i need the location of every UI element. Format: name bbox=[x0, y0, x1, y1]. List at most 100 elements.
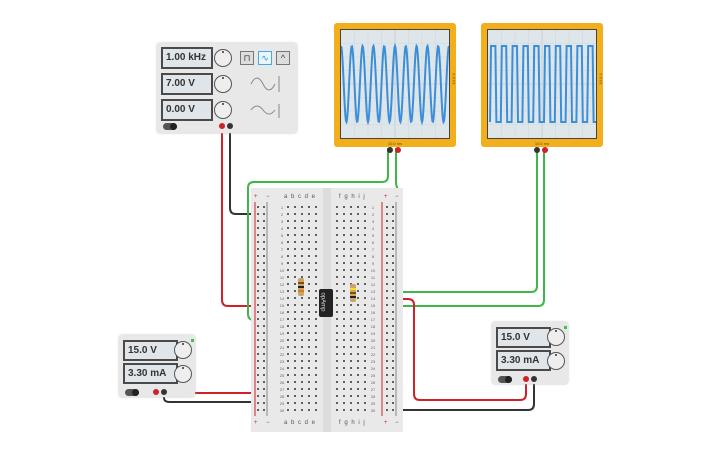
breadboard-hole[interactable] bbox=[386, 318, 388, 320]
breadboard-hole[interactable] bbox=[287, 269, 289, 271]
breadboard-hole[interactable] bbox=[257, 213, 259, 215]
breadboard-hole[interactable] bbox=[343, 255, 345, 257]
breadboard-hole[interactable] bbox=[364, 297, 366, 299]
psu-left-negative-terminal[interactable] bbox=[161, 389, 167, 395]
breadboard-hole[interactable] bbox=[392, 318, 394, 320]
breadboard-hole[interactable] bbox=[287, 346, 289, 348]
wire-green-scope2-b[interactable] bbox=[368, 148, 545, 307]
breadboard-hole[interactable] bbox=[392, 276, 394, 278]
breadboard-hole[interactable] bbox=[315, 353, 317, 355]
breadboard-hole[interactable] bbox=[263, 346, 265, 348]
scope-1-positive-terminal[interactable] bbox=[395, 147, 401, 153]
breadboard-hole[interactable] bbox=[294, 402, 296, 404]
breadboard-hole[interactable] bbox=[257, 304, 259, 306]
breadboard-hole[interactable] bbox=[350, 388, 352, 390]
frequency-knob[interactable] bbox=[214, 49, 232, 67]
breadboard-hole[interactable] bbox=[257, 318, 259, 320]
breadboard-hole[interactable] bbox=[357, 339, 359, 341]
breadboard-hole[interactable] bbox=[343, 262, 345, 264]
breadboard-hole[interactable] bbox=[364, 304, 366, 306]
breadboard-hole[interactable] bbox=[357, 332, 359, 334]
breadboard-hole[interactable] bbox=[308, 311, 310, 313]
breadboard-hole[interactable] bbox=[336, 395, 338, 397]
breadboard-hole[interactable] bbox=[294, 297, 296, 299]
breadboard-hole[interactable] bbox=[308, 304, 310, 306]
breadboard-hole[interactable] bbox=[294, 255, 296, 257]
breadboard-hole[interactable] bbox=[350, 332, 352, 334]
breadboard-hole[interactable] bbox=[386, 248, 388, 250]
breadboard-hole[interactable] bbox=[364, 213, 366, 215]
breadboard-hole[interactable] bbox=[263, 318, 265, 320]
breadboard-hole[interactable] bbox=[364, 318, 366, 320]
breadboard-hole[interactable] bbox=[343, 381, 345, 383]
wire-black-right[interactable] bbox=[400, 380, 535, 411]
breadboard-hole[interactable] bbox=[301, 395, 303, 397]
breadboard-hole[interactable] bbox=[357, 402, 359, 404]
breadboard-hole[interactable] bbox=[315, 213, 317, 215]
breadboard-hole[interactable] bbox=[343, 290, 345, 292]
breadboard-hole[interactable] bbox=[392, 402, 394, 404]
breadboard-hole[interactable] bbox=[336, 318, 338, 320]
breadboard-hole[interactable] bbox=[343, 220, 345, 222]
breadboard-hole[interactable] bbox=[294, 346, 296, 348]
breadboard-hole[interactable] bbox=[301, 220, 303, 222]
breadboard-hole[interactable] bbox=[343, 241, 345, 243]
breadboard-hole[interactable] bbox=[343, 402, 345, 404]
breadboard-hole[interactable] bbox=[263, 276, 265, 278]
breadboard-hole[interactable] bbox=[336, 255, 338, 257]
breadboard-hole[interactable] bbox=[263, 304, 265, 306]
breadboard-hole[interactable] bbox=[315, 381, 317, 383]
breadboard-hole[interactable] bbox=[257, 325, 259, 327]
breadboard-hole[interactable] bbox=[257, 353, 259, 355]
breadboard-hole[interactable] bbox=[336, 220, 338, 222]
breadboard-hole[interactable] bbox=[257, 402, 259, 404]
breadboard-hole[interactable] bbox=[364, 395, 366, 397]
breadboard-hole[interactable] bbox=[287, 255, 289, 257]
breadboard-hole[interactable] bbox=[315, 304, 317, 306]
breadboard-hole[interactable] bbox=[343, 234, 345, 236]
negative-terminal[interactable] bbox=[227, 123, 233, 129]
wire-black-fgen[interactable] bbox=[229, 128, 278, 215]
breadboard-hole[interactable] bbox=[364, 269, 366, 271]
breadboard-hole[interactable] bbox=[315, 276, 317, 278]
breadboard-hole[interactable] bbox=[386, 367, 388, 369]
psu-left-power-toggle[interactable] bbox=[125, 389, 139, 396]
breadboard-hole[interactable] bbox=[364, 339, 366, 341]
breadboard-hole[interactable] bbox=[257, 346, 259, 348]
resistor-1[interactable] bbox=[298, 278, 304, 296]
breadboard-hole[interactable] bbox=[308, 213, 310, 215]
breadboard-hole[interactable] bbox=[294, 241, 296, 243]
breadboard-hole[interactable] bbox=[392, 339, 394, 341]
breadboard-hole[interactable] bbox=[364, 332, 366, 334]
breadboard-hole[interactable] bbox=[315, 360, 317, 362]
breadboard-hole[interactable] bbox=[263, 248, 265, 250]
breadboard-hole[interactable] bbox=[343, 395, 345, 397]
breadboard-hole[interactable] bbox=[263, 241, 265, 243]
breadboard-hole[interactable] bbox=[336, 297, 338, 299]
breadboard-hole[interactable] bbox=[301, 318, 303, 320]
breadboard-hole[interactable] bbox=[294, 276, 296, 278]
breadboard-hole[interactable] bbox=[301, 402, 303, 404]
breadboard-hole[interactable] bbox=[386, 311, 388, 313]
breadboard-hole[interactable] bbox=[336, 241, 338, 243]
breadboard-hole[interactable] bbox=[364, 402, 366, 404]
breadboard-hole[interactable] bbox=[336, 402, 338, 404]
breadboard-hole[interactable] bbox=[364, 206, 366, 208]
breadboard-hole[interactable] bbox=[287, 311, 289, 313]
breadboard-hole[interactable] bbox=[336, 367, 338, 369]
breadboard-hole[interactable] bbox=[287, 262, 289, 264]
breadboard-hole[interactable] bbox=[386, 346, 388, 348]
breadboard-hole[interactable] bbox=[392, 381, 394, 383]
breadboard-hole[interactable] bbox=[287, 381, 289, 383]
resistor-2[interactable] bbox=[350, 284, 356, 302]
breadboard-hole[interactable] bbox=[392, 395, 394, 397]
breadboard-hole[interactable] bbox=[315, 290, 317, 292]
breadboard-hole[interactable] bbox=[294, 339, 296, 341]
breadboard-hole[interactable] bbox=[301, 304, 303, 306]
breadboard-hole[interactable] bbox=[386, 325, 388, 327]
breadboard-hole[interactable] bbox=[392, 255, 394, 257]
breadboard-hole[interactable] bbox=[336, 304, 338, 306]
breadboard-hole[interactable] bbox=[357, 367, 359, 369]
breadboard-hole[interactable] bbox=[315, 325, 317, 327]
breadboard-hole[interactable] bbox=[294, 367, 296, 369]
